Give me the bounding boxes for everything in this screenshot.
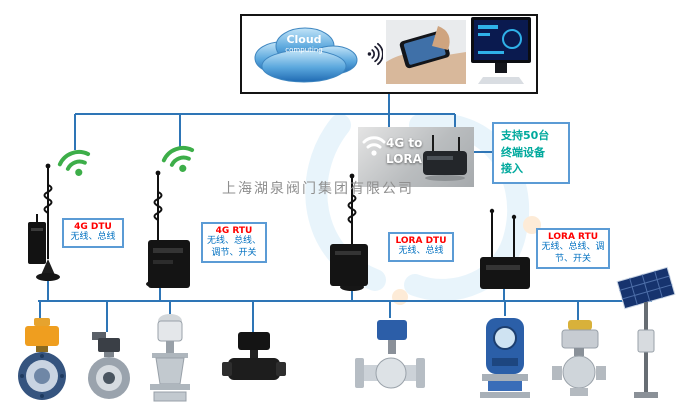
dtu-module-lora [330,244,368,286]
device-title: LORA RTU [547,232,599,242]
cloud-title: Cloud [286,33,322,46]
gate-valve-electric-actuator [150,314,190,402]
cloud-subtitle: computing [285,46,323,54]
rtu-module-4g [148,240,190,288]
gateway-label: 4G to LORA [386,135,422,167]
label-lora-dtu: LORA DTU 无线、总线 [388,232,454,262]
support-note-line3: 接入 [501,162,523,175]
phone-in-hands-photo [386,20,466,88]
device-desc: 无线、总线、调节、开关 [206,236,261,258]
wifi-signal-icon [161,146,195,172]
device-title: 4G RTU [215,226,253,236]
gateway-label-line1: 4G to [386,136,423,150]
blue-electric-actuator-valve [480,318,530,398]
gateway-4g-to-lora-photo: 4G to LORA [358,127,474,187]
company-watermark: 上海湖泉阀门集团有限公司 [222,181,414,197]
ball-valve-electric-actuator [552,320,606,396]
label-lora-rtu: LORA RTU 无线、总线、调节、开关 [536,228,610,270]
device-desc: 无线、总线、调节、开关 [541,242,605,264]
label-4g-dtu: 4G DTU 无线、总线 [62,218,124,248]
support-note-line1: 支持50台 [501,129,550,142]
computer-monitor-photo [469,15,533,93]
butterfly-valve-compact-actuator [88,332,130,399]
wifi-signal-icon [362,136,386,156]
support-capacity-note: 支持50台 终端设备 接入 [492,122,570,184]
label-4g-rtu: 4G RTU 无线、总线、调节、开关 [201,222,267,264]
wifi-signal-icon [57,150,91,176]
flanged-ball-valve-blue-actuator [355,320,425,389]
butterfly-valve-yellow-electric-actuator [18,318,66,400]
lora-gateway-device [423,135,467,181]
device-desc: 无线、总线 [398,246,444,256]
cloud-label: Cloud computing [245,34,363,54]
dtu-module-4g [28,214,46,264]
solar-power-pole-station [616,266,676,398]
cloud-computing-icon: Cloud computing [245,18,363,90]
device-title: 4G DTU [74,222,112,232]
device-desc: 无线、总线 [70,232,116,242]
device-title: LORA DTU [395,236,447,246]
gateway-label-line2: LORA [386,152,422,167]
cloud-platform-box: Cloud computing [240,14,538,94]
support-note-line2: 终端设备 [501,145,545,159]
black-plastic-ball-valve-actuator [222,332,286,380]
rtu-module-lora [480,208,530,289]
telescopic-antenna-icon [36,163,60,281]
wifi-signal-icon [367,42,383,66]
